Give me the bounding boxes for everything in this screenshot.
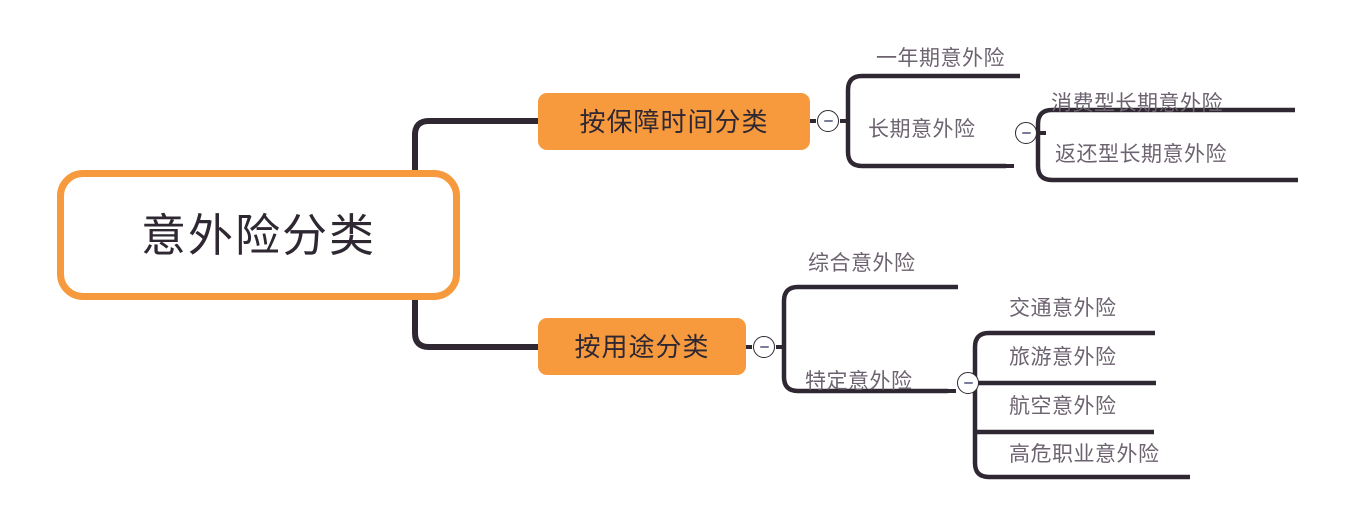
leaf-label-high-risk-occupation[interactable]: 高危职业意外险 <box>1009 443 1160 466</box>
leaf-label-specific[interactable]: 特定意外险 <box>805 370 913 393</box>
collapse-toggle-specific[interactable] <box>957 372 979 394</box>
leaf-label-long-term[interactable]: 长期意外险 <box>868 118 976 141</box>
collapse-toggle-long-term[interactable] <box>1015 122 1037 144</box>
minus-icon <box>759 345 769 349</box>
minus-icon <box>963 381 973 385</box>
leaf-label-refund-long-term[interactable]: 返还型长期意外险 <box>1055 143 1227 166</box>
leaf-label-travel[interactable]: 旅游意外险 <box>1009 346 1117 369</box>
collapse-toggle-use[interactable] <box>753 336 775 358</box>
branch-node-use[interactable]: 按用途分类 <box>538 318 746 375</box>
minus-icon <box>823 119 833 123</box>
branch-node-time[interactable]: 按保障时间分类 <box>538 93 810 150</box>
branch-node-use-label: 按用途分类 <box>574 331 710 362</box>
root-node-label: 意外险分类 <box>140 209 376 261</box>
root-node[interactable]: 意外险分类 <box>57 170 460 300</box>
minus-icon <box>1021 131 1031 135</box>
leaf-label-comprehensive[interactable]: 综合意外险 <box>808 252 916 275</box>
leaf-label-aviation[interactable]: 航空意外险 <box>1009 395 1117 418</box>
leaf-label-one-year[interactable]: 一年期意外险 <box>876 47 1005 70</box>
leaf-label-traffic[interactable]: 交通意外险 <box>1009 297 1117 320</box>
leaf-label-consumer-long-term[interactable]: 消费型长期意外险 <box>1051 92 1223 115</box>
branch-node-time-label: 按保障时间分类 <box>579 106 769 137</box>
collapse-toggle-time[interactable] <box>817 110 839 132</box>
